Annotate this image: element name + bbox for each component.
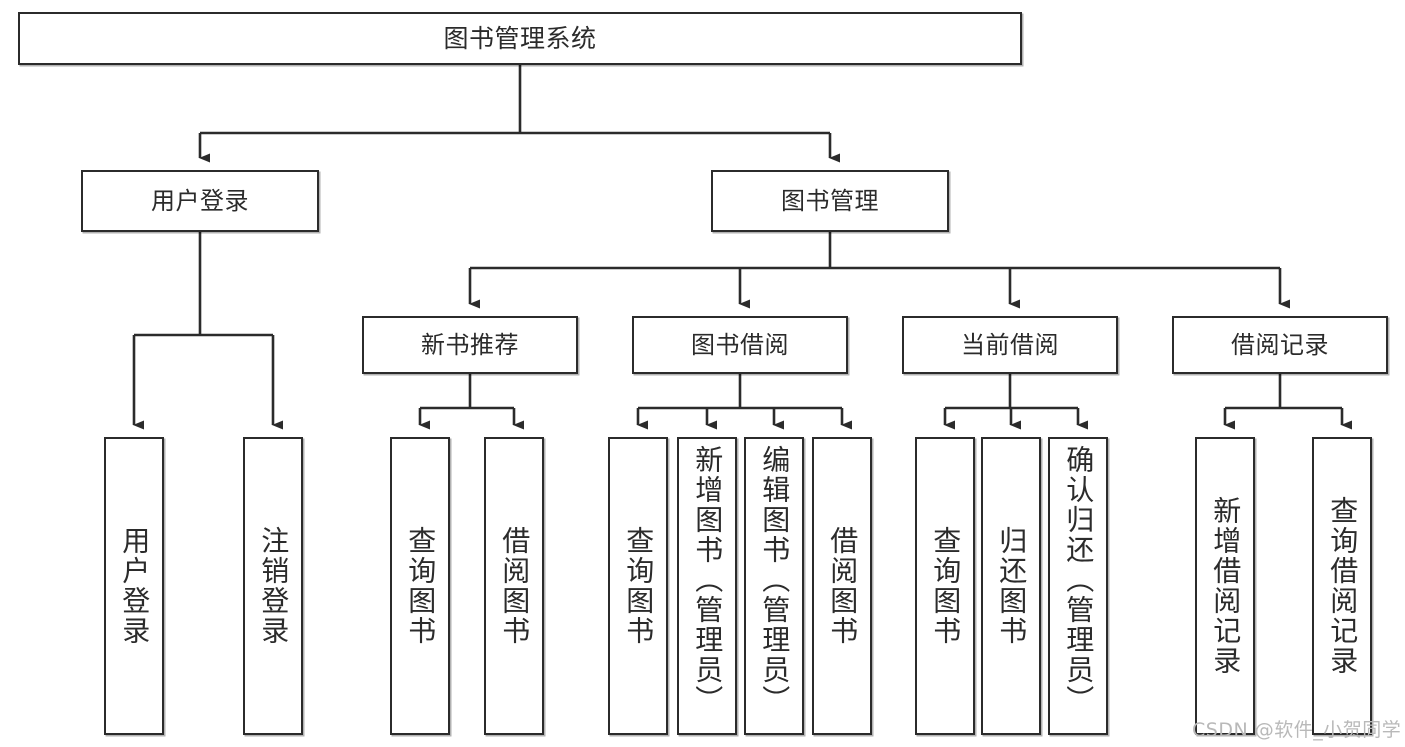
node-book-borrow[interactable]: 图书借阅 [632, 316, 848, 374]
node-current-borrow[interactable]: 当前借阅 [902, 316, 1118, 374]
node-borrow-record[interactable]: 借阅记录 [1172, 316, 1388, 374]
node-user-login[interactable]: 用户登录 [81, 170, 319, 232]
node-leaf-query-book-2-label: 查询图书 [622, 526, 656, 646]
node-current-borrow-label: 当前借阅 [961, 330, 1059, 359]
node-new-book-rec-label: 新书推荐 [421, 330, 519, 359]
node-leaf-query-record-label: 查询借阅记录 [1326, 496, 1360, 676]
node-leaf-query-record[interactable]: 查询借阅记录 [1312, 437, 1372, 735]
node-leaf-query-book-1-label: 查询图书 [404, 526, 438, 646]
node-leaf-add-book-label: 新增图书（管理员） [691, 445, 725, 715]
node-root[interactable]: 图书管理系统 [18, 12, 1022, 65]
node-leaf-user-login-label: 用户登录 [118, 526, 152, 646]
node-leaf-add-book[interactable]: 新增图书（管理员） [677, 437, 737, 735]
node-leaf-query-book-3-label: 查询图书 [929, 526, 963, 646]
node-root-label: 图书管理系统 [443, 23, 597, 53]
node-user-login-label: 用户登录 [151, 186, 249, 215]
node-leaf-logout[interactable]: 注销登录 [243, 437, 303, 735]
node-borrow-record-label: 借阅记录 [1231, 330, 1329, 359]
node-leaf-query-book-3[interactable]: 查询图书 [915, 437, 975, 735]
node-book-manage-label: 图书管理 [781, 186, 879, 215]
csdn-watermark: CSDN @软件_小贺同学 [1192, 719, 1402, 741]
node-book-manage[interactable]: 图书管理 [711, 170, 949, 232]
node-leaf-confirm-return[interactable]: 确认归还（管理员） [1048, 437, 1108, 735]
node-new-book-rec[interactable]: 新书推荐 [362, 316, 578, 374]
node-leaf-query-book-1[interactable]: 查询图书 [390, 437, 450, 735]
node-leaf-edit-book[interactable]: 编辑图书（管理员） [744, 437, 804, 735]
node-leaf-add-record-label: 新增借阅记录 [1209, 496, 1243, 676]
node-leaf-add-record[interactable]: 新增借阅记录 [1195, 437, 1255, 735]
node-leaf-borrow-book-2[interactable]: 借阅图书 [812, 437, 872, 735]
node-leaf-confirm-return-label: 确认归还（管理员） [1062, 445, 1096, 715]
node-leaf-borrow-book-2-label: 借阅图书 [826, 526, 860, 646]
node-leaf-borrow-book-1-label: 借阅图书 [498, 526, 532, 646]
node-leaf-edit-book-label: 编辑图书（管理员） [758, 445, 792, 715]
node-leaf-return-book-label: 归还图书 [995, 526, 1029, 646]
node-leaf-user-login[interactable]: 用户登录 [104, 437, 164, 735]
node-leaf-return-book[interactable]: 归还图书 [981, 437, 1041, 735]
node-leaf-query-book-2[interactable]: 查询图书 [608, 437, 668, 735]
node-leaf-logout-label: 注销登录 [257, 526, 291, 646]
node-leaf-borrow-book-1[interactable]: 借阅图书 [484, 437, 544, 735]
node-book-borrow-label: 图书借阅 [691, 330, 789, 359]
